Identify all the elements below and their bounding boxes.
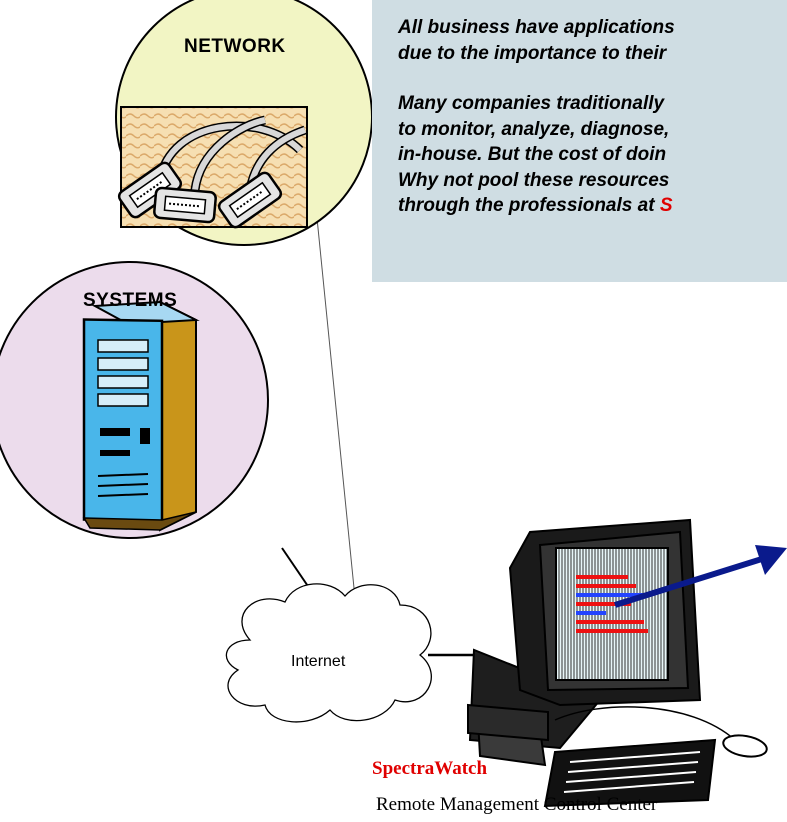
textbox-line-1: All business have applications: [398, 17, 675, 38]
internet-cloud: [225, 583, 432, 723]
network-internet-link: [314, 197, 356, 599]
blue-arrow: [614, 555, 766, 608]
textbox-line-7-red: S: [659, 195, 673, 216]
description-textbox: All business have applications due to th…: [372, 0, 787, 282]
textbox-line-6: Why not pool these resources: [398, 170, 670, 191]
server-tower-icon: [82, 300, 200, 532]
textbox-clipped-line: [398, 2, 403, 16]
control-center-caption: Remote Management Control Center: [376, 794, 658, 815]
workstation-icon: [467, 518, 768, 808]
cables-icon: [117, 106, 308, 229]
textbox-line-7-text: through the professionals at: [398, 195, 660, 216]
systems-label: SYSTEMS: [83, 290, 178, 311]
textbox-line-5: in-house. But the cost of doin: [398, 144, 667, 165]
blue-arrow-head: [755, 545, 787, 575]
textbox-line-7: through the professionals at S: [398, 194, 673, 218]
textbox-line-4: to monitor, analyze, diagnose,: [398, 119, 670, 140]
network-label: NETWORK: [184, 36, 286, 57]
textbox-line-3: Many companies traditionally: [398, 93, 665, 114]
textbox-line-2: due to the importance to their: [398, 43, 667, 64]
brand-name: SpectraWatch: [372, 758, 488, 779]
mouse-icon: [722, 734, 768, 758]
internet-label: Internet: [291, 653, 346, 670]
screen-bars-icon: [576, 575, 648, 633]
